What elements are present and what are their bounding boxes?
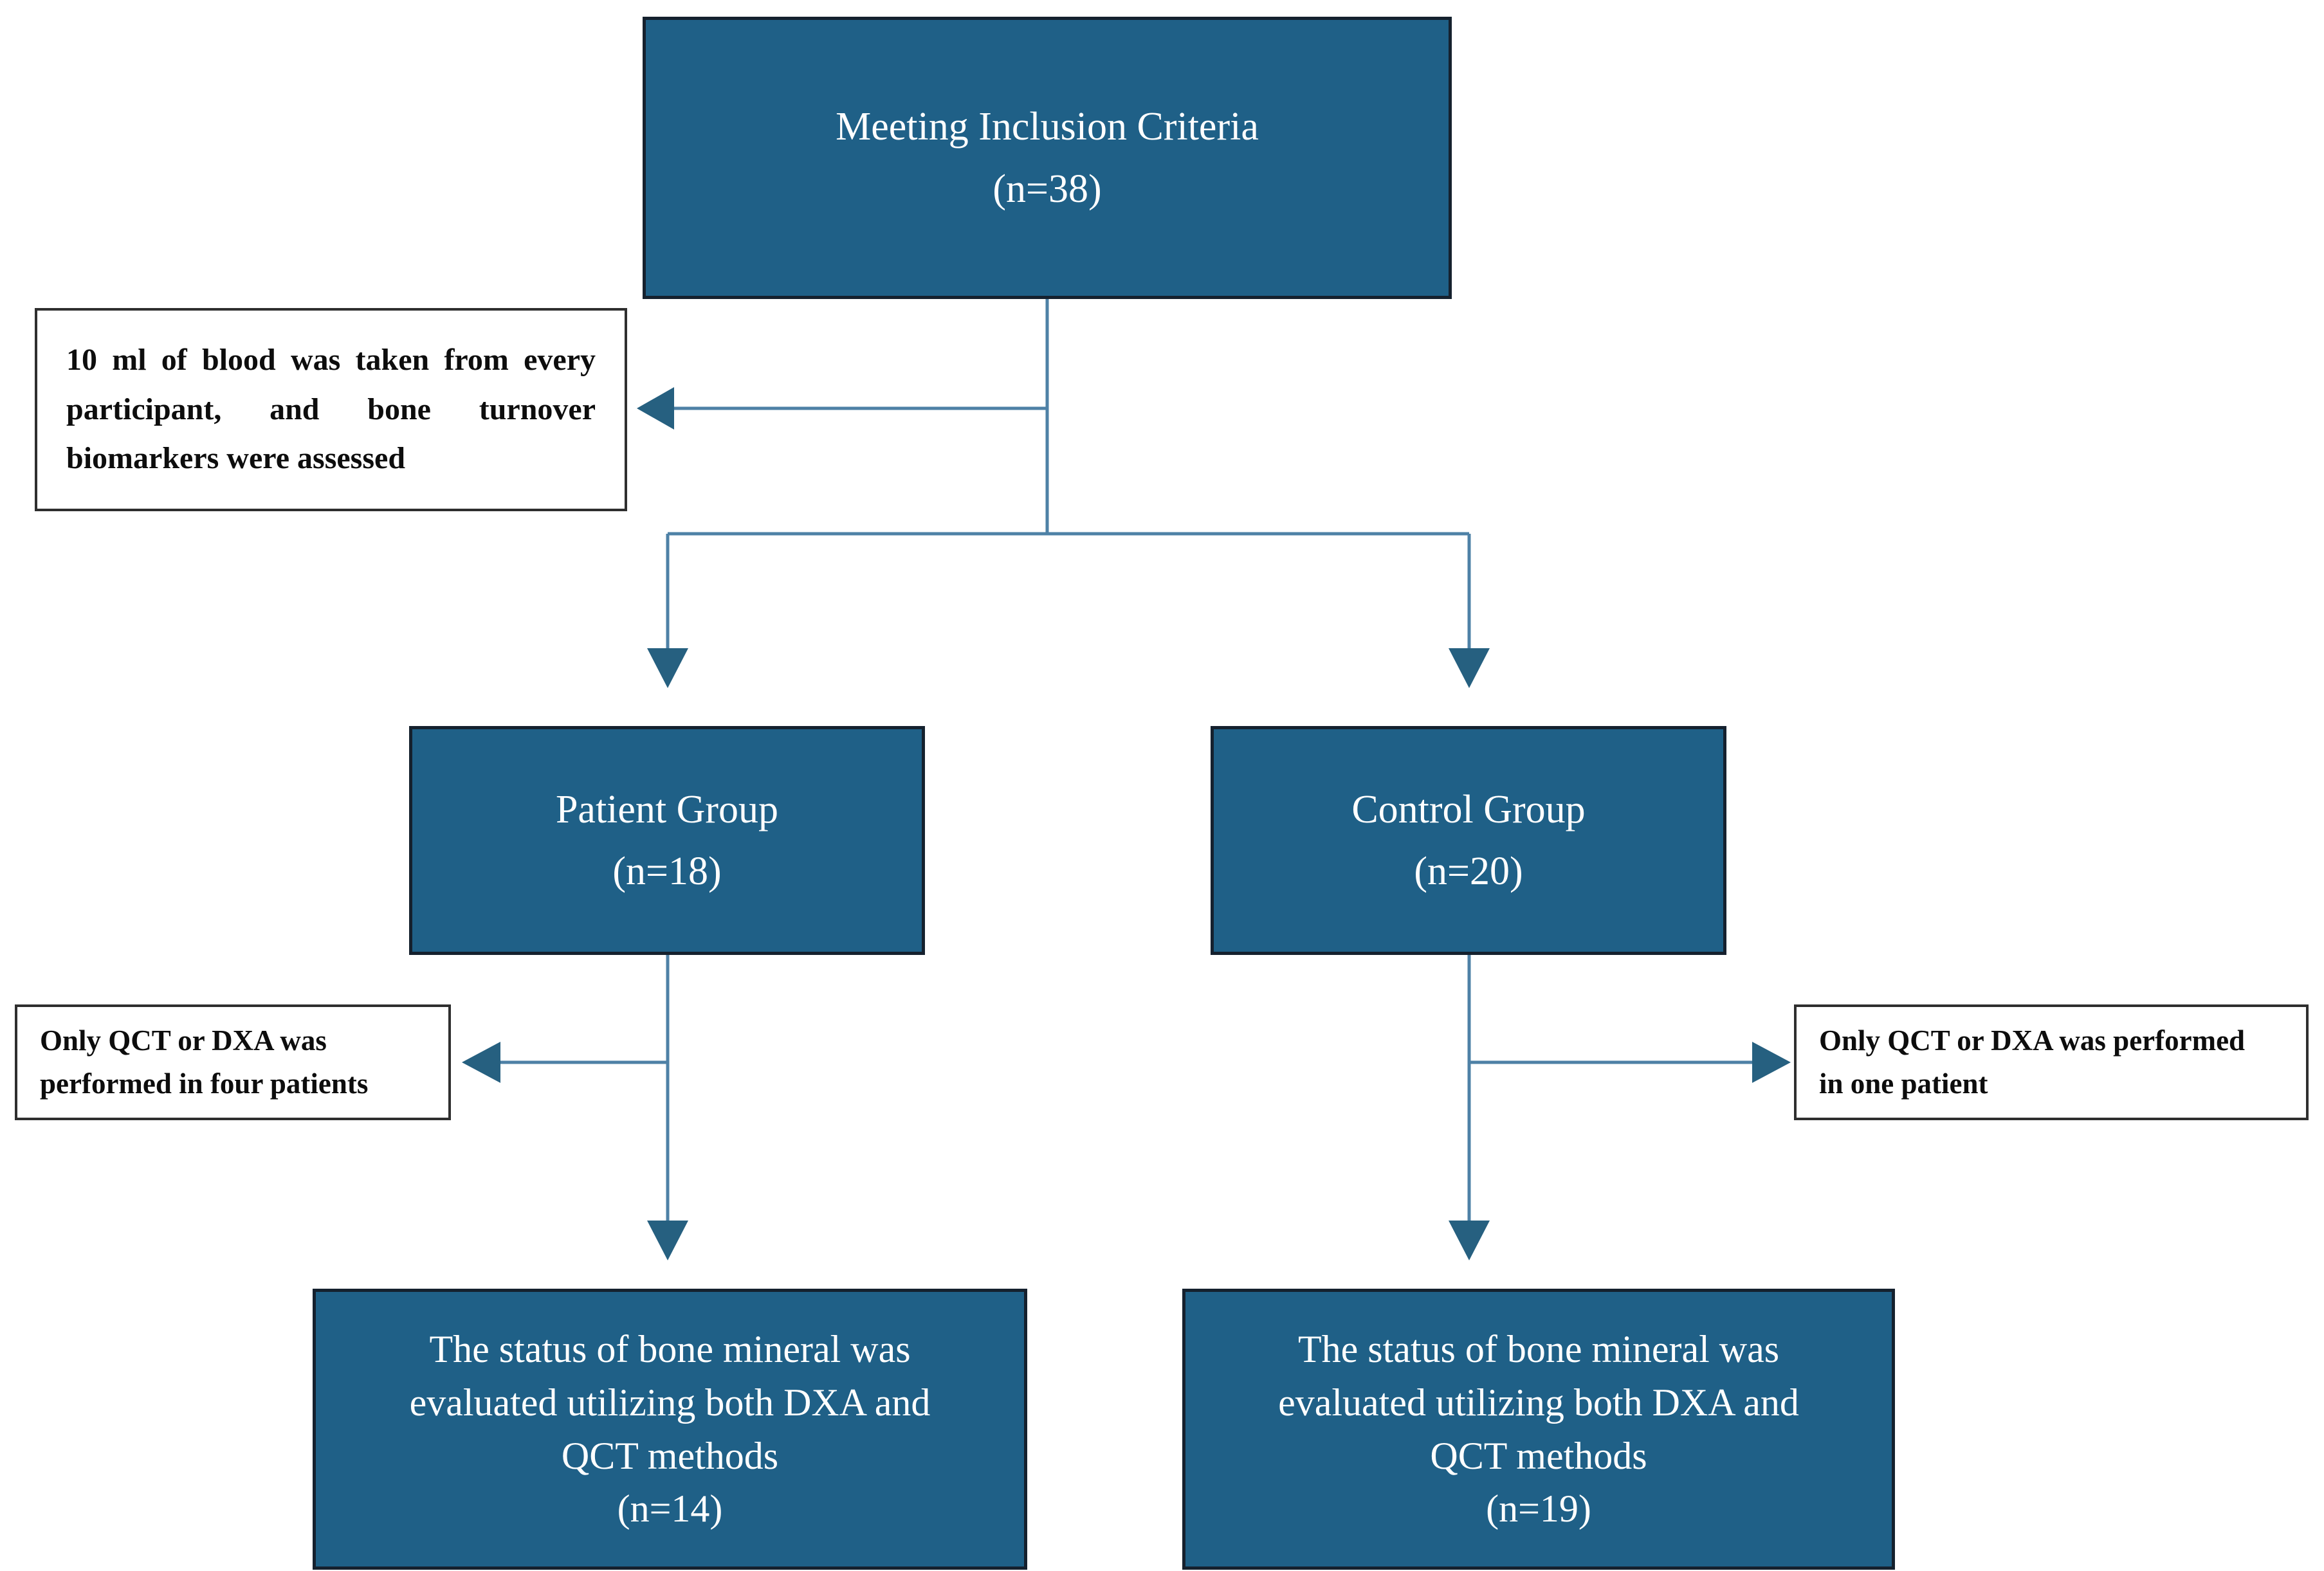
patient-group-count: (n=18) [612,849,722,893]
arrowhead-into-patient-group [647,648,688,688]
control-outcome-box: The status of bone mineral was evaluated… [1182,1289,1895,1570]
patient-outcome-box: The status of bone mineral was evaluated… [313,1289,1027,1570]
patient-outcome-line: QCT methods [561,1434,779,1477]
patient-exclusion-note-box: Only QCT or DXA was performed in four pa… [15,1004,451,1120]
patient-outcome-count: (n=14) [617,1487,723,1530]
arrowhead-into-blood-note [637,387,674,430]
control-exclusion-note-box: Only QCT or DXA was performed in one pat… [1794,1004,2309,1120]
patient-group-box: Patient Group (n=18) [409,726,925,955]
patient-outcome-line: evaluated utilizing both DXA and [409,1381,931,1424]
control-outcome-line: evaluated utilizing both DXA and [1278,1381,1799,1424]
blood-note-line: participant, and bone turnover [66,392,596,426]
arrowhead-into-control-outcome [1449,1221,1490,1260]
patient-note-line: performed in four patients [40,1067,369,1100]
blood-sample-note-box: 10 ml of blood was taken from every part… [35,308,627,511]
blood-note-line: biomarkers were assessed [66,441,406,476]
arrowhead-into-patient-outcome [647,1221,688,1260]
blood-note-line: 10 ml of blood was taken from every [66,342,596,377]
control-outcome-line: QCT methods [1430,1434,1647,1477]
control-outcome-count: (n=19) [1486,1487,1591,1530]
inclusion-criteria-box: Meeting Inclusion Criteria (n=38) [643,17,1452,299]
control-outcome-line: The status of bone mineral was [1297,1327,1780,1370]
patient-note-line: Only QCT or DXA was [40,1024,327,1057]
control-note-line: Only QCT or DXA was performed [1819,1024,2246,1057]
control-note-line: in one patient [1819,1067,1988,1100]
patient-outcome-line: The status of bone mineral was [429,1327,911,1370]
arrowhead-into-patient-note [462,1042,500,1083]
patient-group-label: Patient Group [555,787,779,831]
arrowhead-into-control-group [1449,648,1490,688]
inclusion-criteria-label: Meeting Inclusion Criteria [836,105,1259,149]
control-group-box: Control Group (n=20) [1211,726,1726,955]
arrowhead-into-control-note [1752,1042,1791,1083]
inclusion-criteria-count: (n=38) [993,167,1102,211]
control-group-label: Control Group [1351,787,1586,831]
control-group-count: (n=20) [1414,849,1523,893]
